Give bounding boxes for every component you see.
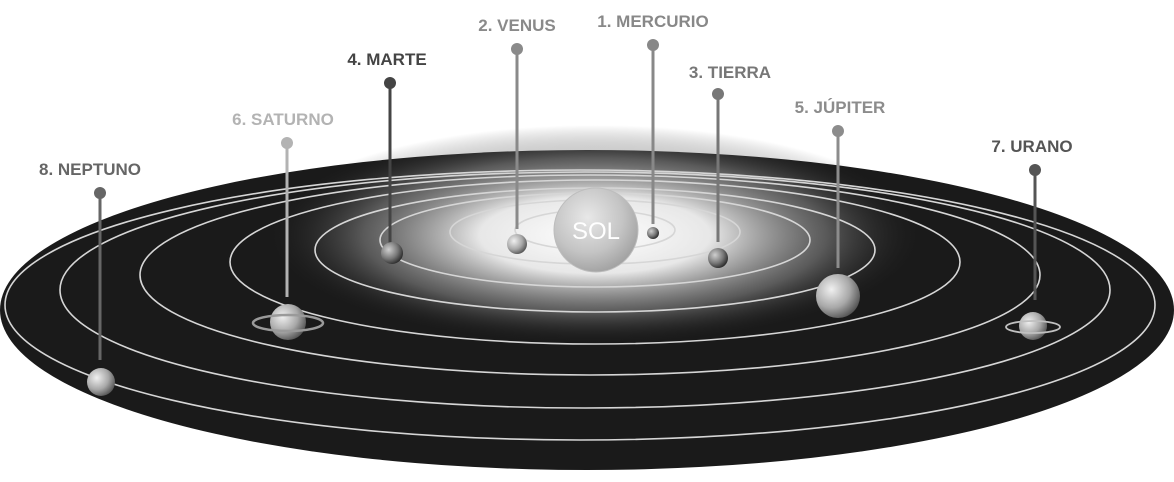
label-mercurio: 1. MERCURIO: [597, 12, 708, 31]
dot-mercurio: [647, 39, 659, 51]
sun: [553, 187, 639, 273]
planet-venus: [507, 234, 527, 254]
dot-urano: [1029, 164, 1041, 176]
orbit-saturno: [139, 174, 1041, 376]
uranus-ring: [1005, 320, 1061, 334]
planets: [87, 227, 1061, 396]
label-venus: 2. VENUS: [478, 16, 555, 35]
orbits: [4, 169, 1156, 441]
dot-saturno: [281, 137, 293, 149]
planet-neptuno: [87, 368, 115, 396]
label-dots: [94, 39, 1041, 199]
dot-marte: [384, 77, 396, 89]
label-tierra: 3. TIERRA: [689, 63, 771, 82]
orbit-neptuno: [4, 169, 1156, 441]
dot-venus: [511, 43, 523, 55]
dot-neptuno: [94, 187, 106, 199]
saturn-ring: [251, 313, 325, 333]
orbit-jupiter: [229, 179, 961, 345]
label-marte: 4. MARTE: [347, 50, 426, 69]
planet-labels: 1. MERCURIO 2. VENUS 3. TIERRA 4. MARTE …: [39, 12, 1073, 179]
label-saturno: 6. SATURNO: [232, 110, 334, 129]
planet-mercurio: [647, 227, 659, 239]
label-neptuno: 8. NEPTUNO: [39, 160, 141, 179]
planet-marte: [381, 242, 403, 264]
planet-saturno: [251, 304, 325, 340]
label-urano: 7. URANO: [991, 137, 1072, 156]
dot-jupiter: [832, 125, 844, 137]
leader-lines: [98, 45, 1037, 360]
planet-tierra: [708, 248, 728, 268]
sun-label: SOL: [572, 218, 620, 245]
dot-tierra: [712, 88, 724, 100]
orbit-urano: [59, 171, 1111, 409]
label-jupiter: 5. JÚPITER: [795, 98, 886, 117]
planet-jupiter: [816, 274, 860, 318]
planet-urano: [1005, 312, 1061, 340]
